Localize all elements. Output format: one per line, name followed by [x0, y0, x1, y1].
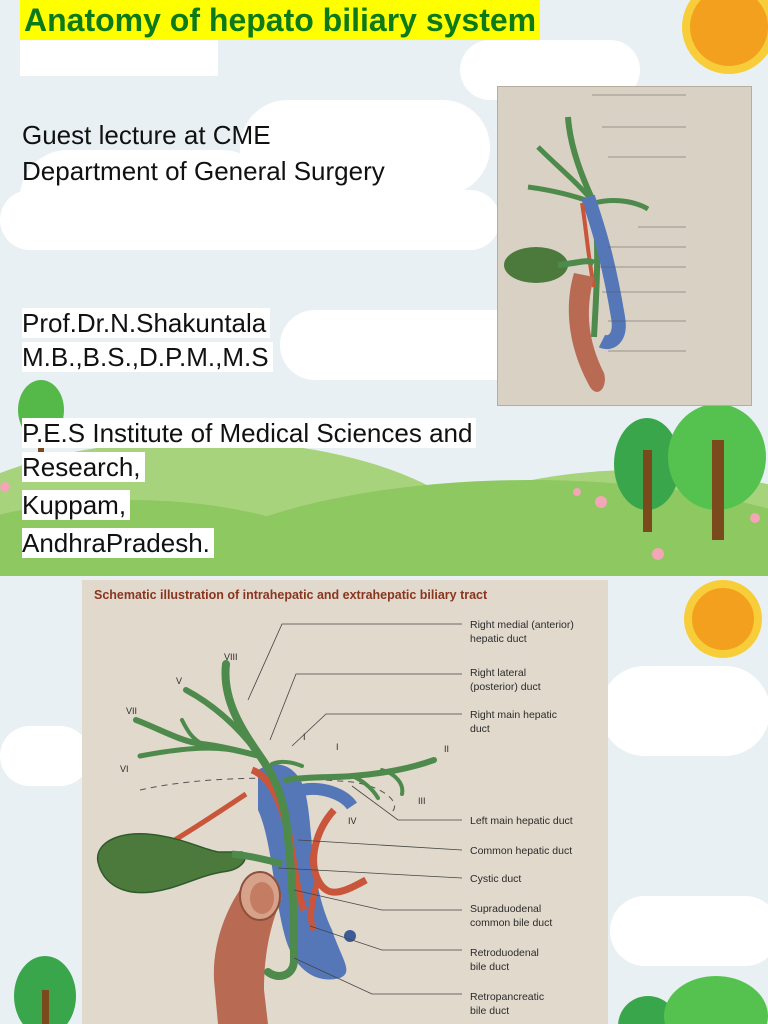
biliary-diagram-thumbnail [497, 86, 752, 406]
segment-label: VIII [224, 652, 238, 662]
diagram-label: Left main hepatic duct [470, 815, 573, 827]
diagram-label: Right lateral [470, 667, 526, 679]
tree-trunk [42, 990, 49, 1024]
diagram-label: common bile duct [470, 917, 552, 929]
diagram-label: Right main hepatic [470, 709, 557, 721]
segment-label: I [336, 742, 339, 752]
lecture-line: Guest lecture at CME [22, 120, 271, 150]
cloud [240, 100, 490, 195]
institute-line-1: P.E.S Institute of Medical Sciences and [22, 418, 477, 448]
flower-decoration [0, 482, 10, 492]
biliary-diagram: Schematic illustration of intrahepatic a… [82, 580, 608, 1024]
diagram-label: (posterior) duct [470, 681, 541, 693]
diagram-label: Common hepatic duct [470, 845, 572, 857]
department-line: Department of General Surgery [22, 156, 385, 186]
diagram-slide: Schematic illustration of intrahepatic a… [0, 576, 768, 1024]
cloud [280, 310, 540, 380]
diagram-label: Supraduodenal [470, 903, 541, 915]
diagram-label: Retroduodenal [470, 947, 539, 959]
city-line: Kuppam, [22, 490, 131, 520]
diagram-label: hepatic duct [470, 633, 527, 645]
title-underbar [20, 40, 218, 76]
segment-label: II [444, 744, 449, 754]
cloud [600, 666, 768, 756]
diagram-label: Cystic duct [470, 873, 521, 885]
institute-line-2: Research, [22, 452, 145, 482]
tree-trunk [643, 450, 652, 532]
cloud [610, 896, 768, 966]
segment-label: I [303, 732, 306, 742]
state-line: AndhraPradesh. [22, 528, 214, 558]
author-name: Prof.Dr.N.Shakuntala [22, 308, 271, 338]
title-slide: Anatomy of hepato biliary system Guest l… [0, 0, 768, 576]
sun-decoration [684, 580, 762, 658]
flower-decoration [750, 513, 760, 523]
sun-decoration [682, 0, 768, 74]
diagram-label: duct [470, 723, 490, 735]
tree-trunk [712, 440, 724, 540]
diagram-label: bile duct [470, 1005, 509, 1017]
diagram-label: Right medial (anterior) [470, 619, 574, 631]
diagram-label: bile duct [470, 961, 509, 973]
segment-label: III [418, 796, 426, 806]
flower-decoration [595, 496, 607, 508]
flower-decoration [652, 548, 664, 560]
segment-label: IV [348, 816, 357, 826]
cloud [0, 726, 90, 786]
segment-label: VII [126, 706, 137, 716]
tree-icon [664, 976, 768, 1024]
segment-label: VI [120, 764, 129, 774]
author-degrees: M.B.,B.S.,D.P.M.,M.S [22, 342, 273, 372]
flower-decoration [573, 488, 581, 496]
segment-label: V [176, 676, 182, 686]
figure-title: Schematic illustration of intrahepatic a… [94, 588, 488, 602]
slide-title: Anatomy of hepato biliary system [20, 0, 541, 40]
cloud [0, 190, 500, 250]
diagram-label: Retropancreatic [470, 991, 544, 1003]
